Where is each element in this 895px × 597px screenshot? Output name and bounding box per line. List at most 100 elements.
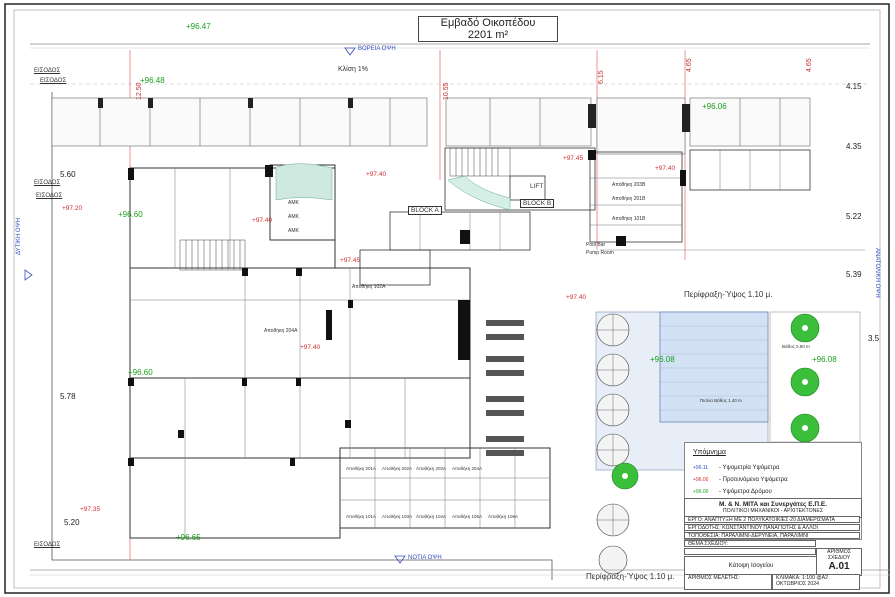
amk-label: ΑΜΚ — [288, 214, 299, 220]
slope-note: Κλίση 1% — [338, 66, 368, 73]
legend-item: +96.00 - Υψόμετρα Δρόμου — [693, 487, 772, 496]
legend-text: - Υψομετρία Υψόμετρα — [719, 464, 780, 471]
existing-level: +96.08 — [650, 355, 675, 364]
study-label: ΑΡΙΘΜΟΣ ΜΕΛΕΤΗΣ: — [688, 575, 740, 581]
dimension-label: 10.55 — [443, 82, 450, 100]
dimension-label: 5.20 — [64, 518, 80, 527]
proposed-level: +97.40 — [566, 294, 587, 301]
storage-room: Αποθήκη 105Α — [452, 514, 483, 519]
pool-depth-label: Βάθος 0.90 m — [782, 344, 810, 349]
existing-level: +96.65 — [176, 533, 201, 542]
block-b-label: BLOCK B — [520, 199, 555, 208]
drawing-number-box: ΑΡΙΘΜΟΣ ΣΧΕΔΙΟΥ A.01 — [816, 548, 862, 576]
storage-room: Αποθήκη 201Β — [612, 196, 646, 202]
storage-room: Αποθήκη 101Β — [612, 216, 646, 222]
dimension-label: 3.5 — [868, 334, 880, 343]
storage-room: Αποθήκη 101Α — [346, 514, 377, 519]
legend-item: +96.00 - Προτεινόμενα Υψόμετρα — [693, 475, 788, 484]
north-elevation-label: ΒΟΡΕΙΑ ΟΨΗ — [358, 46, 396, 52]
proposed-level: +97.20 — [62, 205, 83, 212]
plot-area-label: Εμβαδό Οικοπέδου — [440, 17, 536, 29]
storage-room: Αποθήκη 102Α — [352, 284, 386, 290]
west-elevation-label: ΔΥΤΙΚΗ ΟΨΗ — [16, 218, 22, 255]
proposed-level: +97.35 — [80, 506, 101, 513]
existing-level: +96.47 — [186, 22, 211, 31]
firm-name: Μ. & Ν. ΜΙΤΑ και Συνεργάτες Ε.Π.Ε. — [718, 501, 828, 508]
legend-text: - Υψόμετρα Δρόμου — [719, 488, 772, 495]
entrance-label: ΕΙΣΟΔΟΣ — [34, 68, 61, 74]
block-a-label: BLOCK A — [408, 206, 442, 215]
fence-label: Περίφραξη-Ύψος 1.10 μ. — [586, 572, 675, 581]
dimension-label: 5.60 — [60, 170, 76, 179]
proposed-level: +97.40 — [252, 217, 273, 224]
storage-room: Αποθήκη 204Α — [452, 466, 483, 471]
drawing-number-label: ΑΡΙΘΜΟΣ ΣΧΕΔΙΟΥ — [827, 549, 851, 561]
dimension-label: 4.65 — [806, 58, 813, 72]
proposed-level: +97.40 — [300, 344, 321, 351]
plot-area-value: 2201 m² — [467, 29, 509, 41]
east-elevation-label: ΑΝΑΤΟΛΙΚΗ ΟΨΗ — [874, 248, 880, 298]
lift-label: LIFT — [530, 183, 544, 190]
drawing-date: ΟΚΤΩΒΡΙΟΣ 2024 — [776, 581, 820, 587]
client-label: ΕΡΓΟΔΟΤΗΣ: — [688, 525, 721, 531]
dimension-label: 5.39 — [846, 270, 862, 279]
amk-label: ΑΜΚ — [288, 200, 299, 206]
proposed-level: +97.40 — [366, 171, 387, 178]
dimension-label: 6.15 — [598, 70, 605, 84]
entrance-label: ΕΙΣΟΔΟΣ — [36, 193, 63, 199]
proposed-level: +97.45 — [340, 257, 361, 264]
dimension-label: 4.65 — [686, 58, 693, 72]
storage-room: Αποθήκη 203Α — [416, 466, 447, 471]
legend-text: - Προτεινόμενα Υψόμετρα — [719, 476, 788, 483]
legend: Υπόμνημα +96.11 - Υψομετρία Υψόμετρα +96… — [684, 442, 862, 540]
existing-level: +96.60 — [118, 210, 143, 219]
pool-bar-label: Pool Bar — [586, 242, 606, 248]
amk-label: ΑΜΚ — [288, 228, 299, 234]
project-label: ΕΡΓΟ: — [688, 517, 704, 523]
drawing-number: A.01 — [828, 561, 850, 572]
client-row: ΕΡΓΟΔΟΤΗΣ: ΚΩΝΣΤΑΝΤΙΝΟΥ ΠΑΝΑΓΙΩΤΗΣ & ΑΛΛ… — [684, 524, 860, 531]
storage-room: Αποθήκη 103Α — [382, 514, 413, 519]
sheet-title: Κάτοψη Ισογείου — [684, 556, 818, 576]
legend-symbol: +96.00 — [693, 488, 709, 495]
scale-date-box: ΚΛΙΜΑΚΑ: 1:100 @A2 ΟΚΤΩΒΡΙΟΣ 2024 — [772, 574, 860, 590]
existing-level: +96.08 — [812, 355, 837, 364]
dimension-label: 4.35 — [846, 142, 862, 151]
storage-room: Αποθήκη 106Α — [488, 514, 519, 519]
legend-symbol: +96.00 — [693, 476, 709, 483]
project-value: ΑΝΑΠΤΥΞΗ ΜΕ 2 ΠΟΛΥΚΑΤΟΙΚΙΕΣ-20 ΔΙΑΜΕΡΙΣΜ… — [704, 517, 835, 523]
dimension-label: 5.78 — [60, 392, 76, 401]
storage-room: Αποθήκη 104Α — [416, 514, 447, 519]
study-number: ΑΡΙΘΜΟΣ ΜΕΛΕΤΗΣ: — [684, 574, 772, 590]
south-elevation-label: ΝΟΤΙΑ ΟΨΗ — [408, 555, 442, 561]
entrance-label: ΕΙΣΟΔΟΣ — [34, 542, 61, 548]
subject-row: ΘΕΜΑ ΣΧΕΔΙΟΥ: — [684, 540, 816, 547]
existing-level: +96.06 — [702, 102, 727, 111]
dimension-label: 5.22 — [846, 212, 862, 221]
title-block: Μ. & Ν. ΜΙΤΑ και Συνεργάτες Ε.Π.Ε. ΠΟΛΙΤ… — [684, 498, 862, 590]
proposed-level: +97.45 — [563, 155, 584, 162]
scale-value: 1:100 @A2 — [801, 575, 829, 581]
plot-area-title: Εμβαδό Οικοπέδου 2201 m² — [418, 16, 558, 42]
firm-subtitle: ΠΟΛΙΤΙΚΟΙ ΜΗΧΑΝΙΚΟΙ - ΑΡΧΙΤΕΚΤΟΝΕΣ — [722, 508, 824, 514]
project-row: ΕΡΓΟ: ΑΝΑΠΤΥΞΗ ΜΕ 2 ΠΟΛΥΚΑΤΟΙΚΙΕΣ-20 ΔΙΑ… — [684, 516, 860, 523]
pool-label: Πισίνα Βάθος 1.40 m — [700, 398, 742, 403]
location-label: ΤΟΠΟΘΕΣΙΑ: — [688, 533, 720, 539]
scale-label: ΚΛΙΜΑΚΑ: — [776, 575, 801, 581]
storage-room: Αποθήκη 204Α — [264, 328, 298, 334]
entrance-label: ΕΙΣΟΔΟΣ — [34, 180, 61, 186]
pump-room-label: Pump Room — [586, 250, 614, 256]
legend-symbol: +96.11 — [693, 464, 709, 471]
dimension-label: 4.15 — [846, 82, 862, 91]
entrance-label: ΕΙΣΟΔΟΣ — [40, 78, 67, 84]
subject-label: ΘΕΜΑ ΣΧΕΔΙΟΥ: — [688, 541, 728, 547]
blank-row — [684, 548, 816, 555]
legend-item: +96.11 - Υψομετρία Υψόμετρα — [693, 463, 779, 472]
storage-room: Αποθήκη 201Α — [346, 466, 377, 471]
existing-level: +96.48 — [140, 76, 165, 85]
location-value: ΠΑΡΑΛΙΜΝΙ-ΔΕΡΥΝΕΙΑ, ΠΑΡΑΛΙΜΝΙ — [721, 533, 809, 539]
dimension-label: 12.50 — [136, 82, 143, 100]
fence-label: Περίφραξη-Ύψος 1.10 μ. — [684, 290, 773, 299]
location-row: ΤΟΠΟΘΕΣΙΑ: ΠΑΡΑΛΙΜΝΙ-ΔΕΡΥΝΕΙΑ, ΠΑΡΑΛΙΜΝΙ — [684, 532, 860, 539]
